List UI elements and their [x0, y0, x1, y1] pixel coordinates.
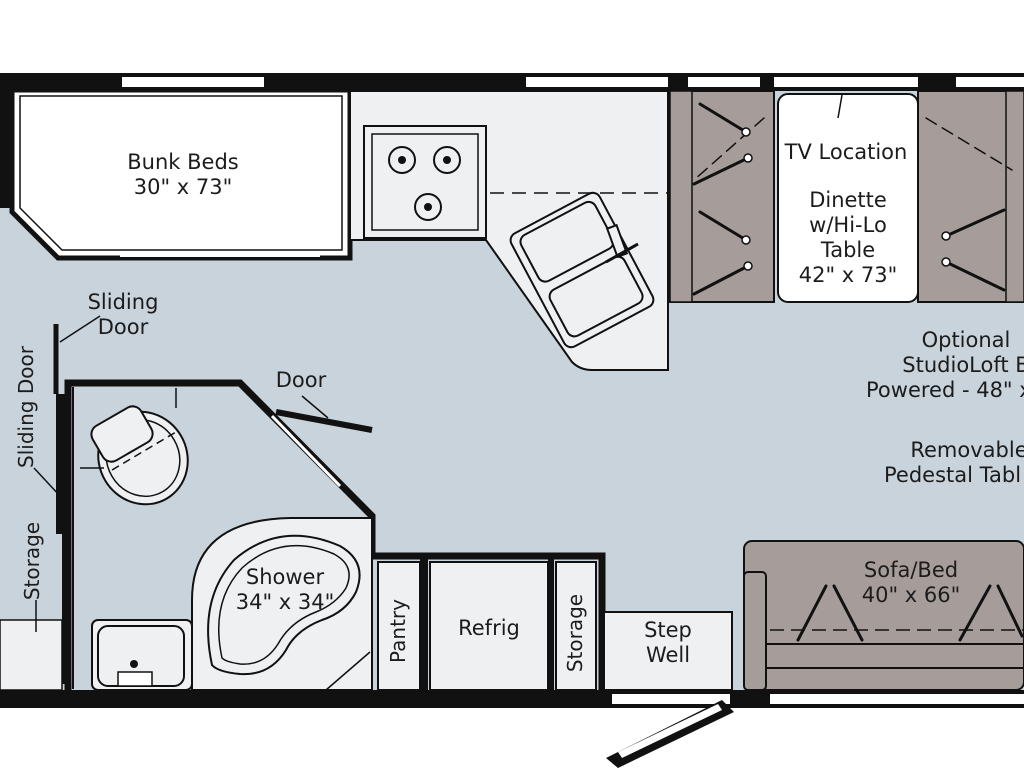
sofa-cushion: [765, 643, 1024, 669]
window: [688, 77, 760, 87]
tv-pointer: [837, 94, 843, 119]
optional-line-2: StudioLoft B: [902, 353, 1024, 377]
sofa-seatbelt-marks: [796, 584, 1024, 642]
stove-top: [371, 133, 479, 231]
tv-location-label: TV Location: [776, 140, 916, 165]
sliding-door-top-label: Sliding Door: [78, 290, 168, 340]
sofa-arm: [743, 571, 767, 691]
sliding-door-top-line-1: Sliding: [87, 290, 159, 314]
sliding-door-side-pointer: [33, 467, 61, 497]
toilet: [80, 388, 189, 506]
sofa-bed-label: Sofa/Bed 40" x 66": [836, 558, 986, 608]
bunk-beds-title: Bunk Beds: [127, 150, 239, 174]
optional-line-1: Optional: [921, 328, 1011, 352]
shower-step: [325, 651, 371, 691]
dinette-line-2: w/Hi-Lo: [809, 213, 887, 237]
step-well: [603, 611, 733, 691]
sofa-bed-size: 40" x 66": [861, 583, 961, 607]
bunk-left-edge: [0, 90, 12, 208]
bunk-beds-label: Bunk Beds 30" x 73": [108, 150, 258, 200]
pantry-divider: [420, 556, 428, 690]
bathroom-inner: [72, 387, 74, 689]
faucet-spout: [605, 242, 639, 264]
shower-label: Shower 34" x 34": [218, 565, 352, 615]
window: [770, 694, 1024, 704]
sofa-bed-title: Sofa/Bed: [863, 558, 959, 582]
vanity-faucet: [117, 671, 153, 687]
burner: [443, 156, 451, 164]
burner: [388, 146, 416, 174]
bunk-mattress: [19, 95, 343, 251]
dinette-size: 42" x 73": [798, 263, 898, 287]
dinette-line-1: Dinette: [809, 188, 887, 212]
dinette-back: [669, 90, 693, 303]
shower-pan-inner: [217, 544, 350, 665]
burner: [433, 146, 461, 174]
window: [526, 77, 668, 87]
bathroom-door: [275, 409, 373, 433]
pedestal-line-1: Removable: [910, 438, 1024, 462]
pedestal-table-label: Removable Pedestal Tabl: [884, 438, 1024, 488]
sliding-door-pointer: [59, 315, 101, 343]
bunk-beds-size: 30" x 73": [133, 175, 233, 199]
sliding-door-side: [56, 394, 66, 534]
pedestal-line-2: Pedestal Tabl: [884, 463, 1022, 487]
storage-mid-label: Storage: [563, 593, 587, 673]
bunk-window: [120, 252, 320, 257]
burner: [424, 203, 432, 211]
dinette-line-3: Table: [820, 238, 876, 262]
seatbelt-buckles: [741, 127, 951, 271]
vanity-drain: [130, 660, 138, 668]
burner: [398, 156, 406, 164]
refrig-label: Refrig: [458, 616, 520, 640]
sliding-door-side-label: Sliding Door: [14, 346, 38, 468]
shower-size: 34" x 34": [235, 590, 335, 614]
window: [956, 77, 1024, 87]
step-well-line-2: Well: [645, 643, 691, 667]
window: [612, 694, 730, 704]
refrig-divider: [548, 556, 554, 690]
sliding-door-track: [62, 534, 65, 684]
window: [122, 77, 264, 87]
optional-line-3: Powered - 48" x: [866, 378, 1024, 402]
storage-mid: [555, 561, 597, 691]
door-label: Door: [275, 368, 327, 392]
window: [774, 77, 918, 87]
storage-left: [0, 619, 63, 691]
bathroom-door-opening: [270, 414, 342, 488]
sliding-door-top-line-2: Door: [97, 315, 149, 339]
door-pointer: [301, 395, 329, 419]
seatbelt-marks: [692, 102, 1013, 296]
optional-studioloft-label: Optional StudioLoft B Powered - 48" x: [866, 328, 1024, 403]
entry-door-glass: [618, 704, 722, 758]
step-well-label: Step Well: [620, 618, 716, 668]
step-well-line-1: Step: [644, 618, 692, 642]
cabinet-row: [372, 552, 606, 690]
tv-location-text: TV Location: [784, 140, 908, 164]
dinette-back: [1005, 90, 1024, 303]
pantry-label: Pantry: [386, 599, 410, 663]
burner: [414, 193, 442, 221]
dinette-table: [777, 93, 919, 303]
shower-title: Shower: [245, 565, 325, 589]
storage-left-label: Storage: [20, 521, 44, 601]
faucet: [605, 223, 629, 259]
bottom-wall: [0, 690, 1024, 708]
shower-pan: [207, 534, 361, 676]
dinette-label: Dinette w/Hi-Lo Table 42" x 73": [778, 188, 918, 288]
